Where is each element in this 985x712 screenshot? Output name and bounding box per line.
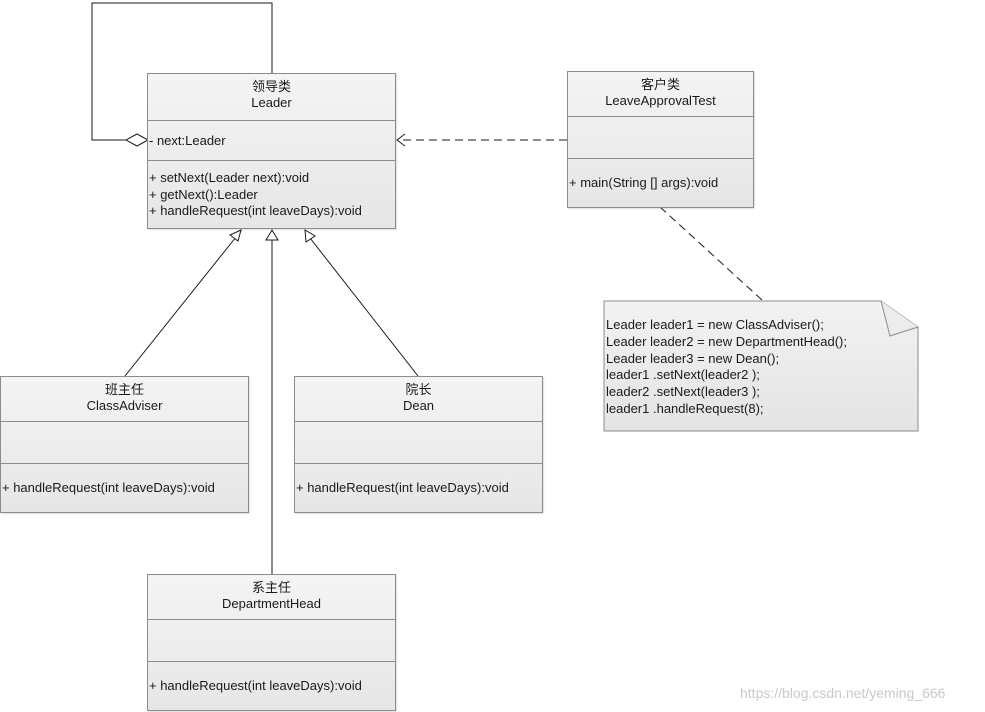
- class-dean-name: Dean: [402, 398, 435, 413]
- class-class-adviser[interactable]: 班主任 ClassAdviser + handleRequest(int lea…: [0, 376, 249, 513]
- aggregation-diamond: [124, 133, 150, 147]
- class-department-head-name: DepartmentHead: [222, 596, 321, 611]
- note-folded-corner: [880, 300, 919, 337]
- class-dean-methods: + handleRequest(int leaveDays):void: [295, 463, 542, 514]
- note-code: Leader leader1 = new ClassAdviser(); Lea…: [606, 317, 847, 418]
- class-client-title: 客户类: [640, 77, 680, 92]
- class-leader[interactable]: 领导类 Leader - next:Leader + setNext(Leade…: [147, 73, 396, 229]
- note-line: leader1 .setNext(leader2 );: [606, 367, 760, 383]
- class-dean-attributes: [295, 421, 542, 463]
- class-client-attributes: [568, 116, 753, 158]
- method-get-next: + getNext():Leader: [149, 186, 258, 202]
- class-client-name-section: 客户类 LeaveApprovalTest: [568, 72, 753, 116]
- class-class-adviser-title: 班主任: [104, 382, 144, 397]
- class-client-methods: + main(String [] args):void: [568, 158, 753, 209]
- note-line: leader2 .setNext(leader3 );: [606, 384, 760, 400]
- class-department-head[interactable]: 系主任 DepartmentHead + handleRequest(int l…: [147, 574, 396, 711]
- class-department-head-methods: + handleRequest(int leaveDays):void: [148, 661, 395, 712]
- class-leader-name: Leader: [251, 95, 292, 110]
- note-box: [603, 300, 919, 432]
- class-dean-title: 院长: [405, 382, 432, 397]
- method-handle-request: + handleRequest(int leaveDays):void: [296, 480, 509, 495]
- attribute-next: - next:Leader: [149, 133, 226, 148]
- class-class-adviser-methods: + handleRequest(int leaveDays):void: [1, 463, 248, 514]
- inheritance-arrowhead-dean: [304, 229, 316, 243]
- note-line: leader1 .handleRequest(8);: [606, 400, 764, 416]
- method-main: + main(String [] args):void: [569, 175, 719, 190]
- generalization-line-class-adviser: [124, 236, 237, 377]
- class-leader-methods: + setNext(Leader next):void + getNext():…: [148, 160, 395, 230]
- method-handle-request: + handleRequest(int leaveDays):void: [149, 203, 362, 218]
- class-class-adviser-name-section: 班主任 ClassAdviser: [1, 377, 248, 421]
- class-leader-attributes: - next:Leader: [148, 120, 395, 160]
- generalization-line-dean: [309, 237, 419, 377]
- dependency-arrowhead: [396, 133, 406, 147]
- note-anchor-line: [659, 206, 763, 301]
- class-department-head-name-section: 系主任 DepartmentHead: [148, 575, 395, 619]
- class-department-head-attributes: [148, 619, 395, 661]
- note-line: Leader leader3 = new Dean();: [606, 350, 780, 366]
- class-leave-approval-test[interactable]: 客户类 LeaveApprovalTest + main(String [] a…: [567, 71, 754, 208]
- class-class-adviser-name: ClassAdviser: [86, 398, 163, 413]
- class-leader-title: 领导类: [251, 79, 291, 94]
- class-leader-name-section: 领导类 Leader: [148, 74, 395, 120]
- self-association-line: [91, 2, 273, 141]
- method-set-next: + setNext(Leader next):void: [149, 170, 310, 185]
- method-handle-request: + handleRequest(int leaveDays):void: [2, 480, 215, 495]
- class-dean[interactable]: 院长 Dean + handleRequest(int leaveDays):v…: [294, 376, 543, 513]
- class-class-adviser-attributes: [1, 421, 248, 463]
- method-handle-request: + handleRequest(int leaveDays):void: [149, 678, 362, 693]
- inheritance-arrowhead-class-adviser: [229, 229, 242, 242]
- class-department-head-title: 系主任: [251, 580, 291, 595]
- inheritance-arrowhead-department-head: [265, 229, 279, 241]
- note-line: Leader leader2 = new DepartmentHead();: [606, 333, 848, 349]
- class-dean-name-section: 院长 Dean: [295, 377, 542, 421]
- watermark: https://blog.csdn.net/yeming_666: [740, 685, 946, 701]
- class-client-name: LeaveApprovalTest: [605, 93, 716, 108]
- note-line: Leader leader1 = new ClassAdviser();: [606, 317, 824, 332]
